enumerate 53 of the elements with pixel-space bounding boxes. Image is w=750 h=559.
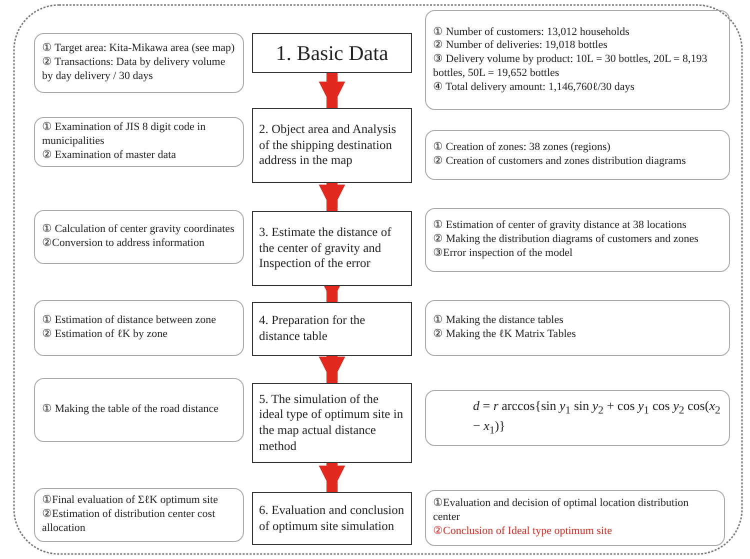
note-box	[34, 488, 244, 542]
note-box	[425, 390, 730, 446]
note-text: ③Error inspection of the model	[433, 246, 574, 261]
note-text: ①Evaluation and decision of optimal location distribution center	[433, 497, 690, 525]
step-title: 4. Preparation for the distance table	[259, 313, 366, 345]
note-box	[34, 210, 244, 264]
note-text: ② Examination of master data	[42, 148, 178, 163]
note-text: ② Creation of customers and zones distribution diagrams	[433, 155, 687, 169]
step-title: 2. Object area and Analysis of the shipping destination address in the map	[259, 122, 398, 169]
step-box	[252, 211, 412, 286]
note-text: ③ Delivery volume by product: 10L = 30 bottles, 20L = 8,193 bottles, 50L = 19,652 bottles	[433, 53, 708, 81]
note-box	[34, 33, 244, 93]
note-text: ① Target area: Kita-Mikawa area (see map)	[42, 42, 236, 56]
note-text: ② Transactions: Data by delivery volume by day delivery / 30 days	[42, 56, 226, 84]
note-box	[425, 300, 730, 356]
note-text: ② Making the ℓK Matrix Tables	[433, 328, 577, 342]
step-box	[252, 108, 412, 183]
step-title: 6. Evaluation and conclusion of optimum site simulation	[259, 502, 405, 534]
note-text: ① Making the distance tables	[433, 314, 564, 328]
note-text: ① Number of customers: 13,012 households	[433, 26, 630, 40]
note-box	[425, 490, 725, 546]
step-box	[252, 33, 412, 73]
note-text: ② Estimation of ℓK by zone	[42, 328, 169, 342]
arrow	[318, 463, 346, 492]
note-text: ② Number of deliveries: 19,018 bottles	[433, 39, 608, 54]
arrow	[318, 73, 346, 108]
note-text: ① Estimation of distance between zone	[42, 314, 218, 328]
note-text: ②Estimation of distribution center cost allocation	[42, 508, 216, 536]
note-text: ① Examination of JIS 8 digit code in municipalities	[42, 121, 207, 149]
note-text: ①Final evaluation of ΣℓK optimum site	[42, 494, 219, 508]
note-text: ① Creation of zones: 38 zones (regions)	[433, 141, 612, 155]
note-box	[34, 300, 244, 356]
step-title: 3. Estimate the distance of the center of gravity and Inspection of the error	[259, 225, 392, 272]
note-box	[34, 378, 244, 442]
step-title: 1. Basic Data	[274, 40, 390, 66]
arrow	[318, 356, 346, 383]
note-text: ① Making the table of the road distance	[42, 403, 220, 417]
note-text: ④ Total delivery amount: 1,146,760ℓ/30 days	[433, 80, 636, 94]
step-box	[252, 492, 412, 545]
note-text: ① Calculation of center gravity coordinates	[42, 223, 236, 237]
note-box	[425, 130, 730, 180]
note-text: ① Estimation of center of gravity distance at 38 locations	[433, 219, 688, 234]
note-text: ② Making the distribution diagrams of customers and zones	[433, 233, 700, 247]
note-box	[425, 208, 730, 272]
note-text: ②Conclusion of Ideal type optimum site	[433, 524, 613, 539]
note-text: ②Conversion to address information	[42, 237, 206, 251]
note-box	[425, 10, 730, 110]
step-box	[252, 302, 412, 356]
step-box	[252, 383, 412, 463]
note-box	[34, 117, 244, 167]
arrow	[318, 183, 346, 211]
formula: d = r arccos{sin y$_{1}$ sin y$_{2}$ + cos y$_{1}$ cos y$_{2}$ cos(x$_{2}$ − x$_{1}$)}	[472, 398, 722, 438]
step-title: 5. The simulation of the ideal type of optimum site in the map actual distance method	[259, 392, 404, 454]
